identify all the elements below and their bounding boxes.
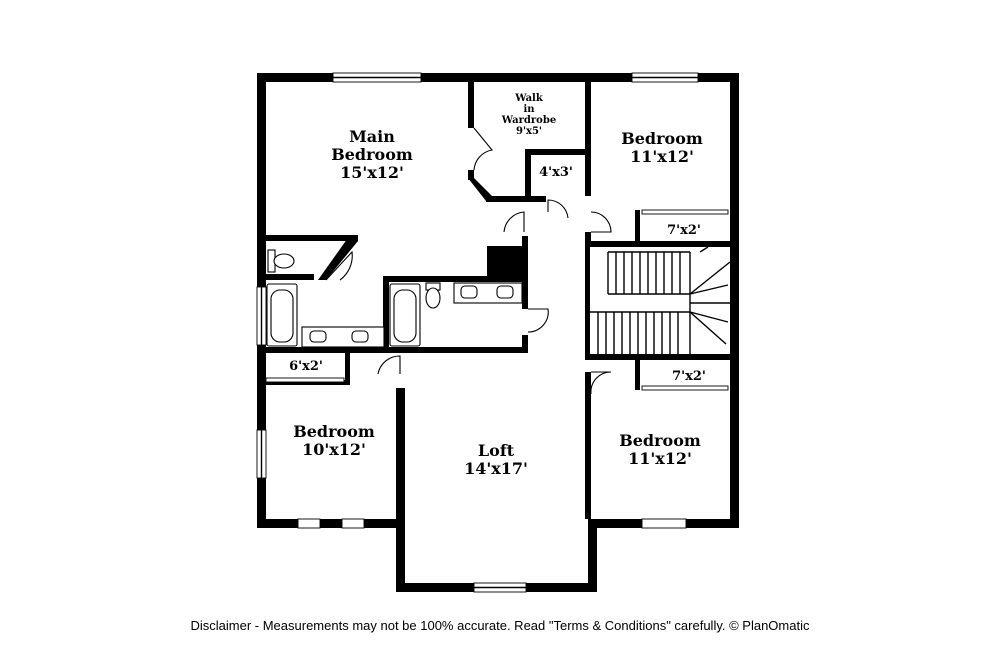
- bedroom-ne-size: 11'x12': [630, 147, 694, 166]
- loft-size: 14'x17': [464, 459, 528, 478]
- doors: [325, 127, 612, 395]
- closet-sw-size: 6'x2': [289, 359, 323, 374]
- wardrobe-line3: Wardrobe: [501, 115, 556, 126]
- wardrobe-size: 9'x5': [516, 126, 542, 137]
- room-labels: Main Bedroom 15'x12' Walk in Wardrobe 9'…: [289, 93, 706, 478]
- closet-4x3-size: 4'x3': [539, 165, 573, 180]
- windows: [256, 72, 699, 593]
- closet-rods: [265, 209, 729, 391]
- interior-walls: [264, 80, 738, 519]
- bedroom-ne-name: Bedroom: [621, 129, 703, 148]
- loft-name: Loft: [478, 441, 515, 460]
- bathroom-fixtures: [266, 249, 523, 348]
- bedroom-sw-size: 10'x12': [302, 440, 366, 459]
- closet-ne-size: 7'x2': [667, 223, 701, 238]
- main-bedroom-size: 15'x12': [340, 163, 404, 182]
- main-bedroom-name-line1: Main: [349, 127, 395, 146]
- closet-se-size: 7'x2': [672, 369, 706, 384]
- wardrobe-line2: in: [523, 104, 535, 115]
- bedroom-se-name: Bedroom: [619, 431, 701, 450]
- bedroom-sw-name: Bedroom: [293, 422, 375, 441]
- disclaimer-text: Disclaimer - Measurements may not be 100…: [190, 618, 810, 633]
- wardrobe-line1: Walk: [514, 93, 544, 104]
- main-bedroom-name-line2: Bedroom: [331, 145, 413, 164]
- staircase: [590, 246, 731, 354]
- bedroom-se-size: 11'x12': [628, 449, 692, 468]
